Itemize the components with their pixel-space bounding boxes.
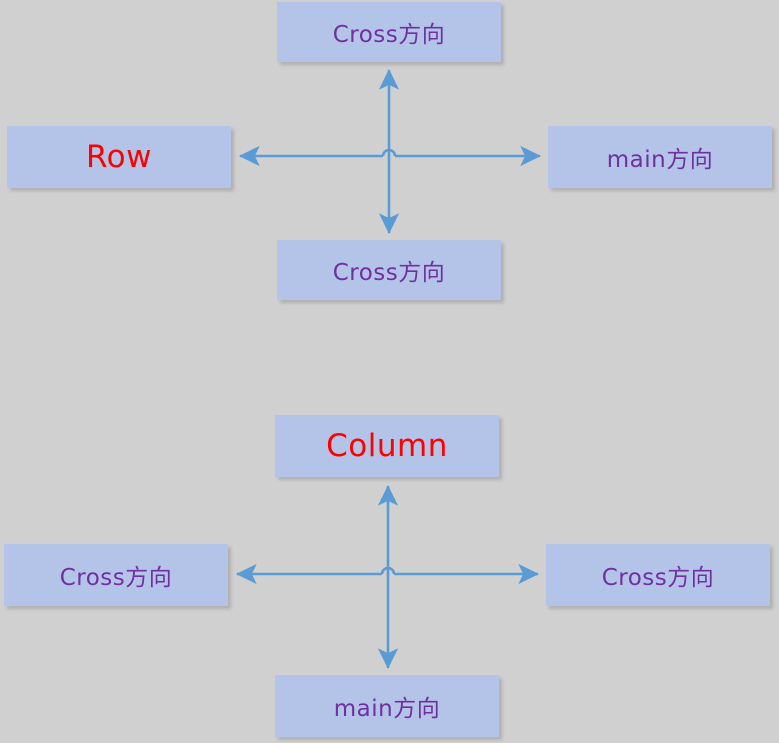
row-main-right-label: main方向: [606, 147, 714, 173]
column-title-box: Column: [275, 415, 499, 477]
row-cross-bottom-label: Cross方向: [332, 260, 446, 286]
row-title-box: Row: [7, 126, 231, 188]
column-cross-right-label: Cross方向: [601, 565, 715, 591]
column-cross-right-box: Cross方向: [546, 544, 770, 606]
column-title-label: Column: [326, 428, 448, 464]
column-main-bottom-label: main方向: [333, 696, 441, 722]
column-cross-left-label: Cross方向: [59, 565, 173, 591]
column-axis-bridge: [380, 566, 396, 575]
row-cross-bottom-box: Cross方向: [277, 240, 501, 300]
row-title-label: Row: [86, 139, 152, 175]
row-axis-bridge: [381, 148, 397, 157]
row-main-right-box: main方向: [548, 126, 772, 188]
row-cross-top-box: Cross方向: [277, 2, 501, 62]
column-cross-left-box: Cross方向: [4, 544, 228, 606]
row-cross-top-label: Cross方向: [332, 22, 446, 48]
column-main-bottom-box: main方向: [275, 675, 499, 737]
